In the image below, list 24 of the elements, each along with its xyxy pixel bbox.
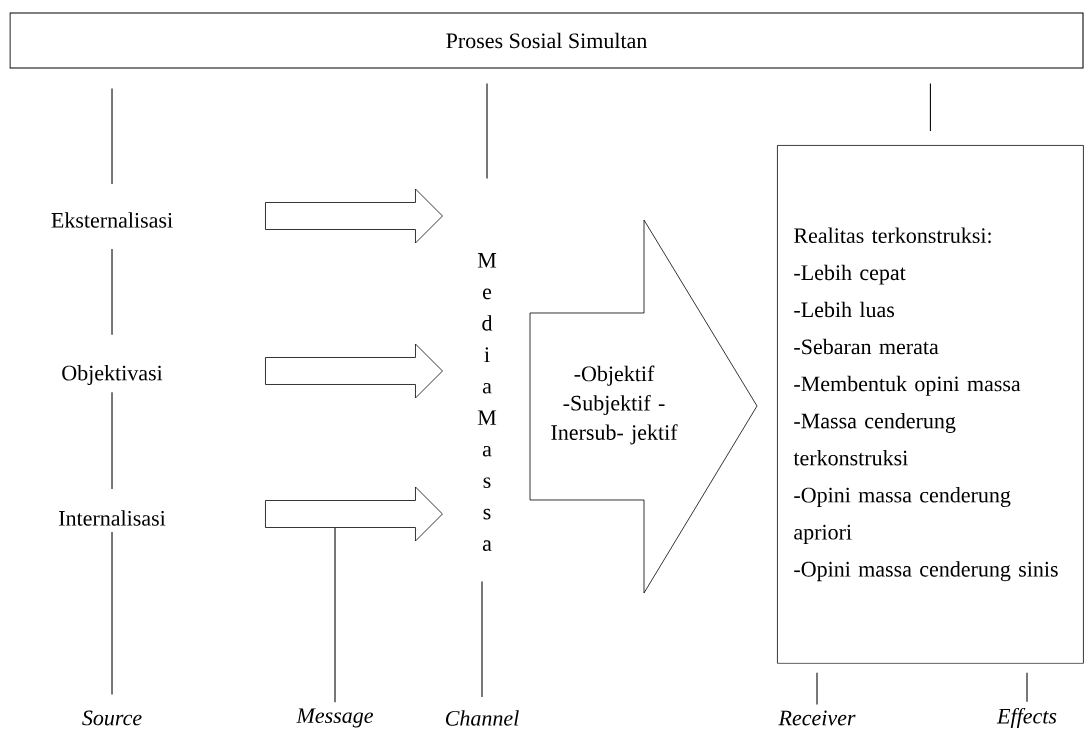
column-label: Message — [296, 708, 373, 728]
column-label: Source — [82, 710, 142, 726]
connector-line — [481, 580, 483, 698]
connector-line — [111, 88, 113, 185]
connector-line — [334, 527, 336, 703]
hollow-arrow — [265, 343, 443, 399]
connector-line — [929, 83, 931, 132]
connector-line — [111, 248, 113, 336]
connector-line — [816, 672, 818, 705]
connector-line — [1026, 672, 1028, 703]
stage-label: Objektivasi — [62, 365, 163, 385]
stage-label: Eksternalisasi — [51, 212, 173, 228]
column-label: Channel — [445, 710, 519, 726]
hollow-arrow — [265, 486, 443, 542]
connector-line — [111, 391, 113, 490]
vertical-label: M e d i a M a s s a — [477, 253, 497, 551]
list-box: Realitas terkonstruksi: -Lebih cepat -Lebih luas -Sebaran merata -Membentuk opini massa -Massa cenderung terkonstruksi -Opini massa cenderung apriori -Opini massa cenderung sinis — [777, 145, 1084, 664]
hollow-arrow — [265, 188, 443, 244]
connector-line — [111, 531, 113, 695]
stage-label: Internalisasi — [59, 510, 166, 526]
column-label: Effects — [996, 707, 1057, 729]
process-box: Proses Sosial Simultan — [9, 12, 1084, 69]
connector-line — [486, 83, 488, 180]
column-label: Receiver — [778, 710, 856, 726]
